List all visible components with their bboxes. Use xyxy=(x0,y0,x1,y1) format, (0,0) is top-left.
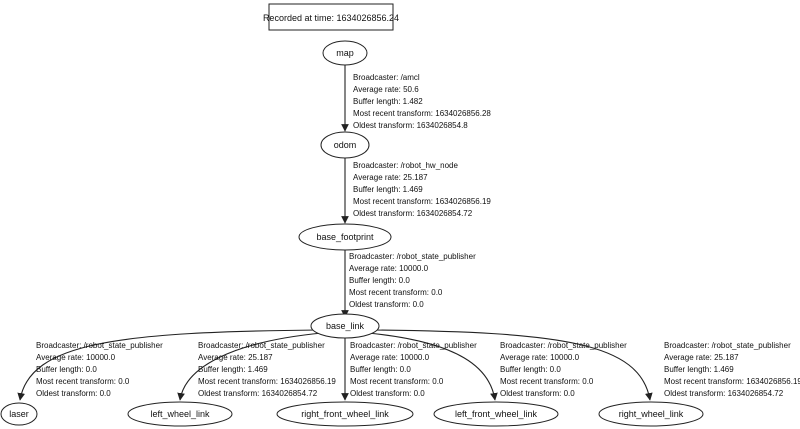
edge-label-map-odom: Broadcaster: /amcl Average rate: 50.6 Bu… xyxy=(353,73,491,130)
node-left-wheel-link: left_wheel_link xyxy=(127,401,233,427)
edge-label-recent: Most recent transform: 1634026856.19 xyxy=(664,377,800,386)
edge-label-buffer: Buffer length: 0.0 xyxy=(500,365,561,374)
edge-base-link-right-wheel-link xyxy=(371,329,653,401)
edge-label-broadcaster: Broadcaster: /robot_state_publisher xyxy=(500,341,627,350)
node-base-link: base_link xyxy=(310,313,380,339)
edge-base-link-laser xyxy=(17,329,319,401)
edge-label-base-link-left-front-wheel-link: Broadcaster: /robot_state_publisher Aver… xyxy=(500,341,627,398)
edge-label-buffer: Buffer length: 1.469 xyxy=(664,365,734,374)
edge-label-broadcaster: Broadcaster: /robot_state_publisher xyxy=(198,341,325,350)
edges xyxy=(17,65,653,401)
edge-label-buffer: Buffer length: 0.0 xyxy=(349,276,410,285)
edge-label-broadcaster: Broadcaster: /robot_state_publisher xyxy=(36,341,163,350)
node-label: odom xyxy=(334,140,357,150)
edge-base-link-left-wheel-link xyxy=(177,332,323,401)
edge-label-oldest: Oldest transform: 0.0 xyxy=(36,389,111,398)
edge-label-broadcaster: Broadcaster: /amcl xyxy=(353,73,420,82)
edge-label-base-link-laser: Broadcaster: /robot_state_publisher Aver… xyxy=(36,341,163,398)
edge-label-recent: Most recent transform: 0.0 xyxy=(500,377,594,386)
node-right-front-wheel-link: right_front_wheel_link xyxy=(276,401,414,427)
edge-label-oldest: Oldest transform: 1634026854.8 xyxy=(353,121,468,130)
edge-label-buffer: Buffer length: 1.482 xyxy=(353,97,423,106)
node-label: right_wheel_link xyxy=(619,409,684,419)
edge-label-rate: Average rate: 50.6 xyxy=(353,85,419,94)
edge-label-oldest: Oldest transform: 1634026854.72 xyxy=(664,389,784,398)
edge-label-odom-base-footprint: Broadcaster: /robot_hw_node Average rate… xyxy=(353,161,491,218)
edge-label-oldest: Oldest transform: 1634026854.72 xyxy=(198,389,318,398)
node-label: base_link xyxy=(326,321,365,331)
edge-label-rate: Average rate: 10000.0 xyxy=(500,353,580,362)
edge-label-rate: Average rate: 25.187 xyxy=(353,173,428,182)
edge-label-buffer: Buffer length: 1.469 xyxy=(353,185,423,194)
edge-label-base-link-right-front-wheel-link: Broadcaster: /robot_state_publisher Aver… xyxy=(350,341,477,398)
edge-label-broadcaster: Broadcaster: /robot_hw_node xyxy=(353,161,459,170)
edge-label-recent: Most recent transform: 0.0 xyxy=(36,377,130,386)
edge-label-recent: Most recent transform: 1634026856.19 xyxy=(353,197,491,206)
edge-label-oldest: Oldest transform: 0.0 xyxy=(349,300,424,309)
edge-label-rate: Average rate: 10000.0 xyxy=(36,353,116,362)
node-odom: odom xyxy=(320,131,370,159)
edge-label-rate: Average rate: 25.187 xyxy=(198,353,273,362)
node-left-front-wheel-link: left_front_wheel_link xyxy=(433,401,559,427)
edge-label-base-footprint-base-link: Broadcaster: /robot_state_publisher Aver… xyxy=(349,252,476,309)
edge-label-rate: Average rate: 25.187 xyxy=(664,353,739,362)
edge-label-oldest: Oldest transform: 0.0 xyxy=(500,389,575,398)
recorded-time-label: Recorded at time: 1634026856.24 xyxy=(263,13,399,23)
edge-label-broadcaster: Broadcaster: /robot_state_publisher xyxy=(350,341,477,350)
edge-label-oldest: Oldest transform: 1634026854.72 xyxy=(353,209,473,218)
edge-label-recent: Most recent transform: 0.0 xyxy=(349,288,443,297)
node-laser: laser xyxy=(0,402,38,426)
node-label: right_front_wheel_link xyxy=(301,409,389,419)
edge-label-buffer: Buffer length: 0.0 xyxy=(350,365,411,374)
node-label: laser xyxy=(9,409,29,419)
edge-label-base-link-left-wheel-link: Broadcaster: /robot_state_publisher Aver… xyxy=(198,341,336,398)
edge-label-rate: Average rate: 10000.0 xyxy=(350,353,430,362)
node-right-wheel-link: right_wheel_link xyxy=(598,401,704,427)
edge-base-link-left-front-wheel-link xyxy=(367,332,498,401)
edge-label-buffer: Buffer length: 1.469 xyxy=(198,365,268,374)
edge-label-oldest: Oldest transform: 0.0 xyxy=(350,389,425,398)
node-base-footprint: base_footprint xyxy=(298,223,392,251)
node-label: left_front_wheel_link xyxy=(455,409,538,419)
edge-label-buffer: Buffer length: 0.0 xyxy=(36,365,97,374)
edge-label-recent: Most recent transform: 1634026856.28 xyxy=(353,109,491,118)
node-label: map xyxy=(336,48,354,58)
recorded-time-box: Recorded at time: 1634026856.24 xyxy=(263,3,399,31)
edge-label-rate: Average rate: 10000.0 xyxy=(349,264,429,273)
edge-label-base-link-right-wheel-link: Broadcaster: /robot_state_publisher Aver… xyxy=(664,341,800,398)
edge-label-broadcaster: Broadcaster: /robot_state_publisher xyxy=(664,341,791,350)
node-label: base_footprint xyxy=(316,232,374,242)
edge-label-recent: Most recent transform: 0.0 xyxy=(350,377,444,386)
node-map: map xyxy=(322,40,368,66)
edge-label-broadcaster: Broadcaster: /robot_state_publisher xyxy=(349,252,476,261)
node-label: left_wheel_link xyxy=(150,409,210,419)
edge-label-recent: Most recent transform: 1634026856.19 xyxy=(198,377,336,386)
